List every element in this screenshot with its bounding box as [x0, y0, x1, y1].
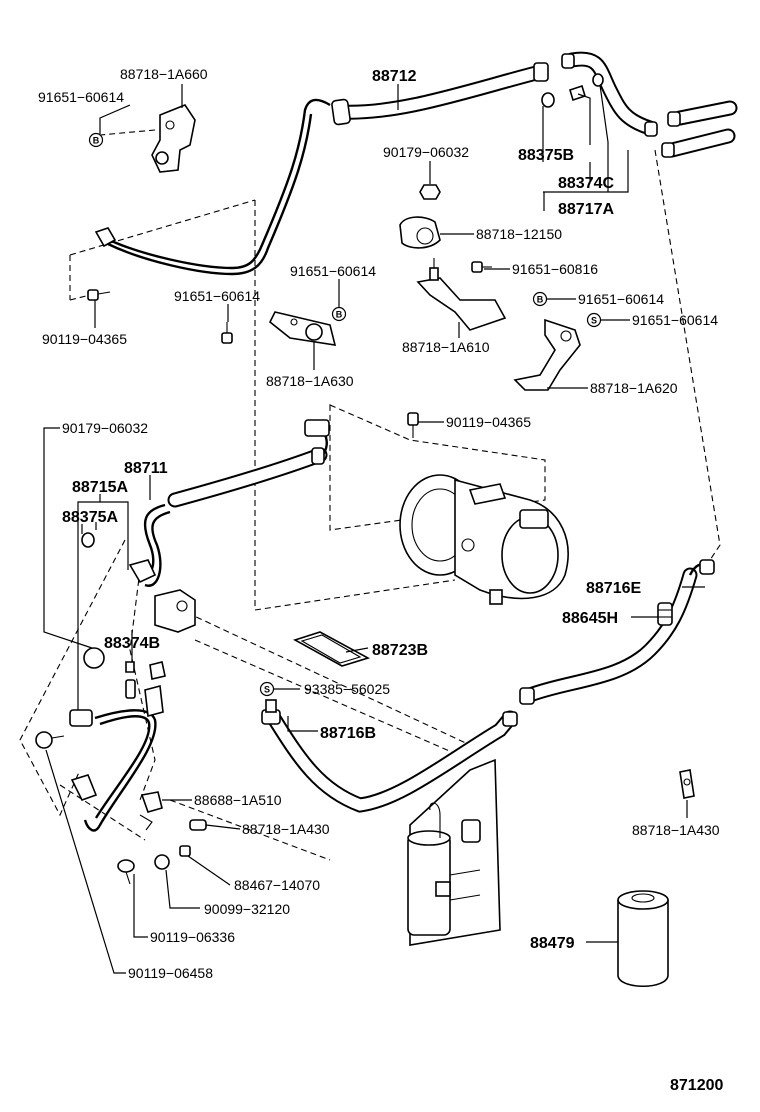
manifold-block	[128, 559, 196, 718]
label-88718-1a430: 88718−1A430	[632, 822, 720, 838]
badge-b: B	[88, 132, 104, 148]
clamp-upper-left	[94, 227, 117, 248]
label-88479: 88479	[530, 935, 575, 952]
label-90119-06458: 90119−06458	[128, 965, 213, 981]
leader-lines	[43, 84, 705, 974]
fitting-88374b	[83, 647, 136, 699]
label-88723b: 88723B	[372, 642, 428, 659]
label-88718-1a630: 88718−1A630	[266, 373, 354, 389]
label-88716b: 88716B	[320, 725, 376, 742]
receiver-dryer	[407, 758, 501, 946]
label-88718-1a430: 88718−1A430	[242, 821, 330, 837]
label-91651-60614: 91651−60614	[290, 263, 376, 279]
pipe-88712-tube-inner	[107, 113, 313, 276]
pipes-and-hoses	[69, 51, 738, 832]
label-90119-04365: 90119−04365	[42, 331, 127, 347]
bolt-91651-60614-c	[221, 322, 233, 344]
label-88718-1a620: 88718−1A620	[590, 380, 678, 396]
pad-88723b	[292, 631, 371, 667]
label-88645h: 88645H	[562, 610, 618, 627]
bolt-90119-06458	[35, 731, 65, 749]
label-88718-1a660: 88718−1A660	[120, 66, 208, 82]
label-91651-60816: 91651−60816	[512, 261, 598, 277]
grommet-88467-14070	[179, 845, 191, 857]
pipe-88712-tube	[104, 98, 331, 270]
compressor	[399, 474, 569, 605]
label-88375b: 88375B	[518, 147, 574, 164]
components	[35, 73, 695, 987]
pipe-88715a	[83, 709, 157, 832]
label-91651-60614: 91651−60614	[632, 312, 718, 328]
badge-s: S	[259, 681, 275, 697]
dashed-assembly-lines	[19, 129, 721, 861]
bracket-88718-1a620	[513, 318, 581, 391]
label-90119-04365: 90119−04365	[446, 414, 531, 430]
svg-text:S: S	[264, 685, 270, 695]
label-90179-06032: 90179−06032	[62, 420, 148, 436]
bolt-91651-60816	[471, 261, 492, 273]
label-88711: 88711	[124, 460, 168, 477]
nut-90099-32120	[154, 854, 170, 870]
bracket-88718-1a630	[268, 311, 337, 346]
label-88718-1a610: 88718−1A610	[402, 339, 490, 355]
svg-text:S: S	[591, 316, 597, 326]
svg-text:B: B	[93, 136, 100, 146]
nut-90179-06032-a	[419, 184, 441, 200]
label-91651-60614: 91651−60614	[174, 288, 260, 304]
switch-88645h	[657, 602, 673, 626]
label-91651-60614: 91651−60614	[578, 291, 664, 307]
bracket-88718-1a660	[151, 104, 196, 173]
clip-88718-1a430-a	[189, 819, 207, 831]
bolt-90119-04365-a	[87, 289, 111, 301]
clamp-lower-left	[70, 774, 98, 801]
label-88374b: 88374B	[104, 635, 160, 652]
label-88712: 88712	[372, 68, 417, 85]
label-88688-1a510: 88688−1A510	[194, 792, 282, 808]
part-labels: 88718−1A660 91651−60614 88712 90179−0603…	[38, 66, 723, 1094]
badge-b: B	[532, 291, 548, 307]
label-88715a: 88715A	[72, 479, 128, 496]
label-90119-06336: 90119−06336	[150, 929, 235, 945]
bolt-90119-06336	[117, 859, 135, 885]
label-88375a: 88375A	[62, 509, 118, 526]
clip-88718-1a430-b	[679, 769, 695, 799]
label-88374c: 88374C	[558, 175, 614, 192]
clamp-88688-1a510	[139, 791, 163, 831]
clamp-88718-12150	[399, 216, 441, 249]
o-ring-88375b	[541, 92, 555, 108]
bracket-88718-1a610	[416, 258, 507, 331]
label-93385-56025: 93385−56025	[304, 681, 390, 697]
label-88718-12150: 88718−12150	[476, 226, 562, 242]
badge-b: B	[331, 306, 347, 322]
bolt-type-badges: B B B S S	[88, 132, 602, 697]
label-91651-60614: 91651−60614	[38, 89, 124, 105]
label-90179-06032: 90179−06032	[383, 144, 469, 160]
label-88716e: 88716E	[586, 580, 641, 597]
label-88717a: 88717A	[558, 201, 614, 218]
svg-text:B: B	[336, 310, 343, 320]
badge-s: S	[586, 312, 602, 328]
diagram-number: 871200	[670, 1077, 723, 1094]
bolt-90119-04365-b	[407, 412, 419, 438]
stud-93385-56025	[265, 699, 277, 713]
label-90099-32120: 90099−32120	[204, 901, 290, 917]
desiccant-88479	[617, 890, 669, 987]
o-ring-88375a	[81, 532, 95, 548]
label-88467-14070: 88467−14070	[234, 877, 320, 893]
svg-text:B: B	[537, 295, 544, 305]
fitting-88374c	[569, 73, 604, 102]
